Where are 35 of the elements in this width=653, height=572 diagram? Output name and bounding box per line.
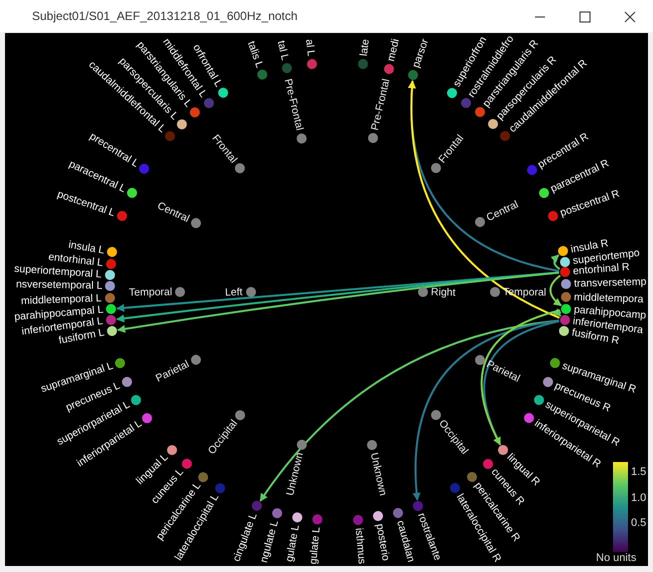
arrow [550,274,562,306]
region-label: late [356,38,373,57]
region-label: caudalan [393,518,418,564]
region-label: talis L [244,39,266,70]
window-title: Subject01/S01_AEF_20131218_01_600Hz_notch [32,9,298,23]
group-label: Right [430,285,456,300]
arrow [550,254,560,270]
region-label: posterio [372,522,393,562]
group-label: Temporal [128,285,172,300]
arrow [412,320,560,501]
unit-label: No units [596,552,636,564]
arrow [552,308,562,317]
region-label: nsversetemporal L [16,278,102,293]
region-label: ngulate L [256,518,282,564]
region-label: tal L [274,39,292,62]
region-label: transversetemp [574,274,647,291]
tick-label: 0.5 [631,517,646,529]
group-label: Left [225,285,244,300]
tick-label: 1.5 [631,466,646,478]
region-label: middletempora [574,290,644,306]
region-label: al L [302,38,318,57]
region-label: gulate L [282,524,302,563]
region-label: medi [384,37,403,63]
arrow [116,272,560,322]
arrow [259,320,560,502]
arrow [116,271,560,312]
group-label: Unknown [366,451,390,498]
group-label: Unknown [283,451,307,498]
region-label: middletemporal L [21,291,102,308]
tick-label: 1.0 [631,492,646,504]
region-label: gulate L [306,526,324,565]
arrow [408,80,560,319]
region-label: parsor [409,37,432,70]
region-label: isthmus [352,527,369,565]
arrow [117,272,560,333]
